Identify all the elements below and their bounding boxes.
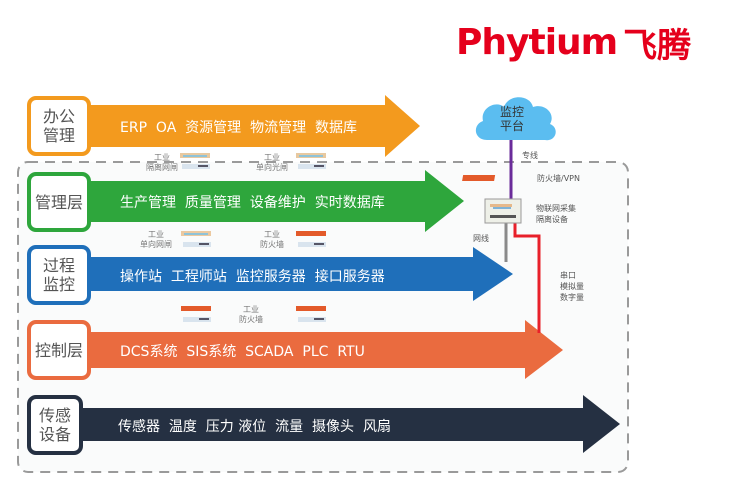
logo-cn-text: 飞腾 (623, 25, 692, 66)
iot-gateway-label: 物联网采集隔离设备 (536, 204, 576, 224)
signal-line (513, 222, 541, 333)
layer-label-process: 过程监控 (27, 245, 91, 305)
device-icon-gap-1 (180, 153, 210, 169)
label-line: 控制层 (34, 340, 83, 360)
firewall-vpn-label: 防火墙/VPN (537, 174, 580, 183)
label-line: 设备 (38, 425, 71, 444)
device-label-firewall-2: 工业防火墙 (239, 305, 263, 324)
phytium-logo: Phytium 飞腾 (456, 20, 692, 66)
device-label-unidirectional-optical-gate: 工业单向光闸 (256, 153, 288, 172)
layer-items-office: ERP OA 资源管理 物流管理 数据库 (120, 120, 357, 136)
layer-items-management: 生产管理 质量管理 设备维护 实时数据库 (120, 195, 385, 211)
layer-items-sensing: 传感器 温度 压力 液位 流量 摄像头 风扇 (118, 419, 391, 435)
layer-label-sensing: 传感设备 (27, 395, 83, 455)
device-icon-gap-2 (296, 153, 326, 169)
layer-label-office: 办公管理 (27, 96, 91, 156)
device-icon-gap-3 (181, 231, 211, 247)
device-icon-gap-4 (296, 231, 326, 247)
monitor-platform-label: 监控平台 (499, 105, 524, 133)
dedicated-line-label: 专线 (522, 151, 538, 160)
logo-text: Phytium (456, 21, 618, 63)
layer-label-control: 控制层 (27, 320, 91, 380)
device-label-isolation-gateway: 工业隔离网闸 (146, 153, 178, 172)
cloud-icon (475, 97, 556, 141)
arrow-sensing (78, 395, 620, 453)
arrow-management (85, 170, 464, 232)
device-icon-gap-5a (181, 306, 211, 322)
label-line: 管理 (42, 126, 75, 145)
label-line: 过程 (42, 256, 75, 275)
firewall-vpn-icon (462, 175, 496, 181)
label-line: 传感 (38, 406, 71, 425)
layer-label-management: 管理层 (27, 172, 91, 232)
network-cable-label: 网线 (473, 234, 489, 243)
arrow-process (85, 247, 513, 301)
layer-items-control: DCS系统 SIS系统 SCADA PLC RTU (120, 344, 365, 360)
signals-label: 串口模拟量数字量 (560, 271, 584, 302)
device-icon-gap-5b (296, 306, 326, 322)
arrow-office (85, 95, 420, 157)
iot-gateway-icon (484, 198, 522, 224)
layer-items-process: 操作站 工程师站 监控服务器 接口服务器 (120, 269, 385, 285)
label-line: 管理层 (34, 192, 83, 212)
arrow-control (85, 320, 563, 379)
device-label-firewall-1: 工业防火墙 (260, 230, 284, 249)
label-line: 监控 (42, 275, 75, 294)
label-line: 办公 (42, 107, 75, 126)
device-label-unidirectional-gateway: 工业单向网闸 (140, 230, 172, 249)
